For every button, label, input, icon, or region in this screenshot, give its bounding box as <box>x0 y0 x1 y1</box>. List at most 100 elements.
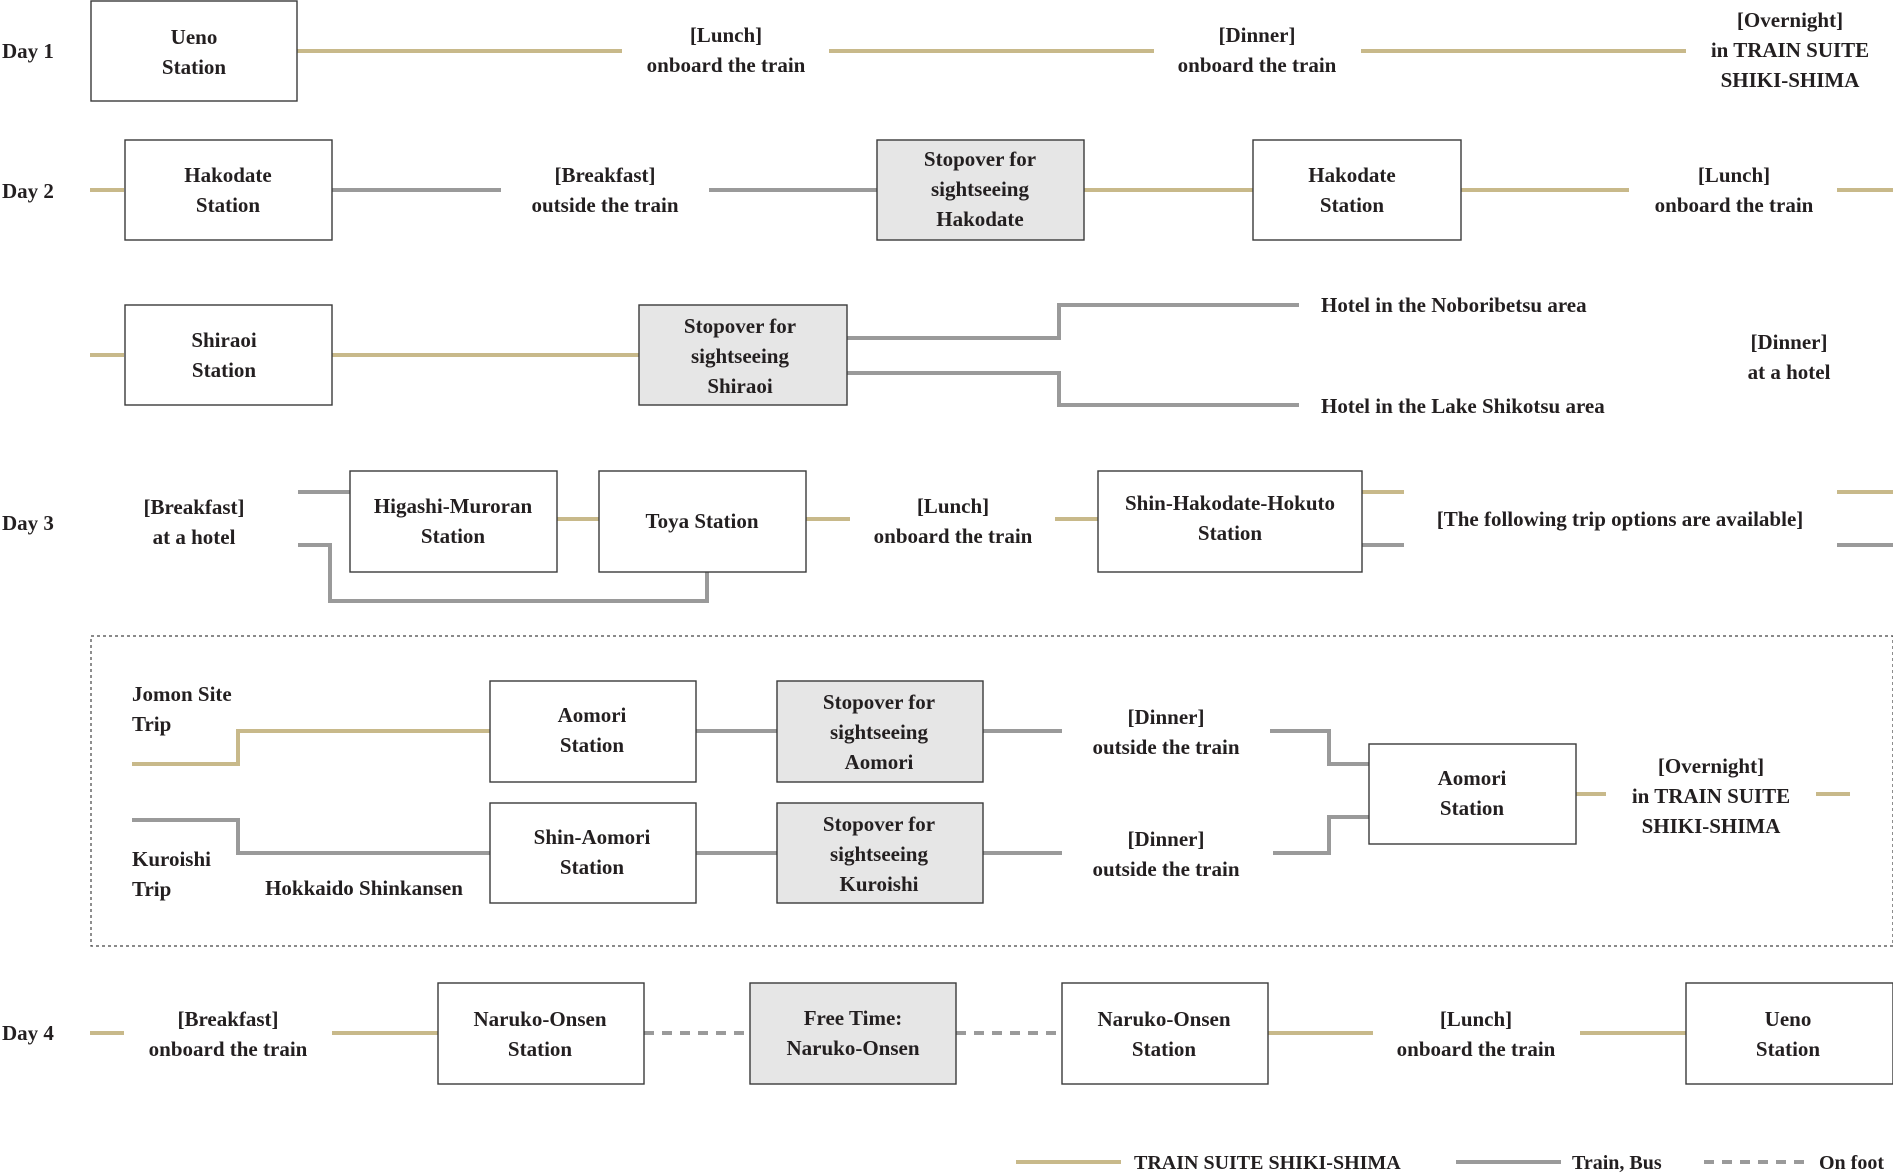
options-dinner-1-line2: outside the train <box>1093 735 1240 759</box>
options-stopover-kuroishi-line2: sightseeing <box>830 842 929 866</box>
options-overnight-line3: SHIKI-SHIMA <box>1642 814 1782 838</box>
day1-lunch-line1: [Lunch] <box>690 23 762 47</box>
day1-ueno-station-line2: Station <box>162 55 227 79</box>
day3-line-breakfast-toya <box>298 543 709 603</box>
day2-row1: Hakodate Station [Breakfast] outside the… <box>124 139 1814 241</box>
day4-lunch-line1: [Lunch] <box>1440 1007 1512 1031</box>
day4-free-time-line2: Naruko-Onsen <box>786 1036 919 1060</box>
day2-lunch-line1: [Lunch] <box>1698 163 1770 187</box>
day1-overnight-line1: [Overnight] <box>1737 8 1843 32</box>
day4-naruko-station-2-box <box>1061 982 1269 1085</box>
options-aomori-station-line1: Aomori <box>558 703 627 727</box>
day3-shin-hakodate-line2: Station <box>1198 521 1263 545</box>
day2-line-to-noboribetsu <box>847 303 1299 340</box>
jomon-trip-line1: Jomon Site <box>132 682 232 706</box>
day3-higashi-muroran-box <box>349 470 558 573</box>
day4-ueno-station-box <box>1685 982 1893 1085</box>
day2-stopover-hakodate-line1: Stopover for <box>924 147 1036 171</box>
day2-hakodate-station-2-line2: Station <box>1320 193 1385 217</box>
day3-shin-hakodate-line1: Shin-Hakodate-Hokuto <box>1125 491 1335 515</box>
day4-naruko-station-2-line2: Station <box>1132 1037 1197 1061</box>
legend-train-bus-label: Train, Bus <box>1572 1152 1662 1174</box>
day2-stopover-hakodate-line3: Hakodate <box>936 207 1024 231</box>
day2-breakfast-line2: outside the train <box>532 193 679 217</box>
options-aomori-station-2-box <box>1368 743 1577 845</box>
day2-hakodate-station-line1: Hakodate <box>184 163 272 187</box>
day3-breakfast-line1: [Breakfast] <box>143 495 244 519</box>
options-aomori-station-2-line1: Aomori <box>1438 766 1507 790</box>
kuroishi-trip-line1: Kuroishi <box>132 847 211 871</box>
day2-hakodate-station-line2: Station <box>196 193 261 217</box>
options-stopover-aomori-line1: Stopover for <box>823 690 935 714</box>
day1-row: Ueno Station [Lunch] onboard the train [… <box>90 0 1869 102</box>
legend: TRAIN SUITE SHIKI-SHIMA Train, Bus On fo… <box>1016 1152 1884 1174</box>
day2-dinner-line2: at a hotel <box>1748 360 1831 384</box>
day2-hotel-noboribetsu: Hotel in the Noboribetsu area <box>1321 293 1587 317</box>
day2-line-to-shikotsu <box>847 371 1299 407</box>
day3-options-note: [The following trip options are availabl… <box>1437 507 1804 531</box>
options-overnight-line1: [Overnight] <box>1658 754 1764 778</box>
day1-ueno-station-line1: Ueno <box>171 25 218 49</box>
legend-on-foot-label: On foot <box>1819 1152 1884 1174</box>
day1-overnight-line3: SHIKI-SHIMA <box>1721 68 1861 92</box>
options-stopover-aomori-line3: Aomori <box>845 750 914 774</box>
day2-stopover-shiraoi-line2: sightseeing <box>691 344 790 368</box>
day4-lunch-line2: onboard the train <box>1397 1037 1556 1061</box>
options-dinner-2-line1: [Dinner] <box>1128 827 1205 851</box>
day2-breakfast-line1: [Breakfast] <box>554 163 655 187</box>
legend-train-suite-label: TRAIN SUITE SHIKI-SHIMA <box>1134 1152 1401 1174</box>
day3-higashi-muroran-line1: Higashi-Muroran <box>374 494 533 518</box>
day4-ueno-station-line2: Station <box>1756 1037 1821 1061</box>
options-aomori-station-box <box>489 680 697 783</box>
day4-naruko-station-2-line1: Naruko-Onsen <box>1097 1007 1230 1031</box>
day4-free-time-box <box>749 982 957 1085</box>
trip-options-frame <box>90 635 1893 947</box>
day3-toya-station-label: Toya Station <box>645 509 758 533</box>
options-dinner-2-line2: outside the train <box>1093 857 1240 881</box>
jomon-line-dinner-aomori <box>1270 729 1369 766</box>
day-label-2: Day 2 <box>2 179 54 203</box>
day2-hakodate-station-2-box <box>1252 139 1462 241</box>
route-lines <box>90 49 1893 1035</box>
options-stopover-kuroishi-line1: Stopover for <box>823 812 935 836</box>
day-labels: Day 1 Day 2 Day 3 Day 4 <box>2 39 54 1045</box>
day4-naruko-station-line1: Naruko-Onsen <box>473 1007 606 1031</box>
day2-dinner-line1: [Dinner] <box>1751 330 1828 354</box>
options-stopover-kuroishi-box <box>776 802 984 904</box>
day4-naruko-station-box <box>437 982 645 1085</box>
kuroishi-trip-line2: Trip <box>132 877 171 901</box>
day2-shiraoi-station-box <box>124 304 333 406</box>
options-aomori-station-2-line2: Station <box>1440 796 1505 820</box>
day3-lunch-line1: [Lunch] <box>917 494 989 518</box>
day2-stopover-shiraoi-line1: Stopover for <box>684 314 796 338</box>
day2-stopover-hakodate-line2: sightseeing <box>931 177 1030 201</box>
day3-lunch-line2: onboard the train <box>874 524 1033 548</box>
options-stopover-aomori-box <box>776 680 984 783</box>
day2-hakodate-station-box <box>124 139 333 241</box>
hokkaido-shinkansen-label: Hokkaido Shinkansen <box>265 876 463 900</box>
options-shin-aomori-line1: Shin-Aomori <box>534 825 651 849</box>
day4-free-time-line1: Free Time: <box>804 1006 903 1030</box>
trip-options: Jomon Site Trip Kuroishi Trip Hokkaido S… <box>132 680 1790 904</box>
day1-dinner-line1: [Dinner] <box>1219 23 1296 47</box>
kuroishi-line-dinner-aomori <box>1273 815 1369 855</box>
options-shin-aomori-line2: Station <box>560 855 625 879</box>
day-label-4: Day 4 <box>2 1021 54 1045</box>
day3-higashi-muroran-line2: Station <box>421 524 486 548</box>
day3-toya-station-box <box>598 470 807 573</box>
day1-overnight-line2: in TRAIN SUITE <box>1711 38 1869 62</box>
day3-row: [Breakfast] at a hotel Higashi-Muroran S… <box>143 470 1804 573</box>
day1-dinner-line2: onboard the train <box>1178 53 1337 77</box>
day-label-1: Day 1 <box>2 39 54 63</box>
day1-lunch-line2: onboard the train <box>647 53 806 77</box>
day2-hotel-shikotsu: Hotel in the Lake Shikotsu area <box>1321 394 1605 418</box>
day2-stopover-hakodate-box <box>876 139 1085 241</box>
options-dinner-1-line1: [Dinner] <box>1128 705 1205 729</box>
kuroishi-line-to-shinaomori <box>132 818 490 855</box>
options-overnight-line2: in TRAIN SUITE <box>1632 784 1790 808</box>
day1-ueno-station-box <box>90 0 298 102</box>
options-aomori-station-line2: Station <box>560 733 625 757</box>
day2-lunch-line2: onboard the train <box>1655 193 1814 217</box>
day2-shiraoi-station-line2: Station <box>192 358 257 382</box>
day2-row2: Shiraoi Station Stopover for sightseeing… <box>124 293 1831 418</box>
